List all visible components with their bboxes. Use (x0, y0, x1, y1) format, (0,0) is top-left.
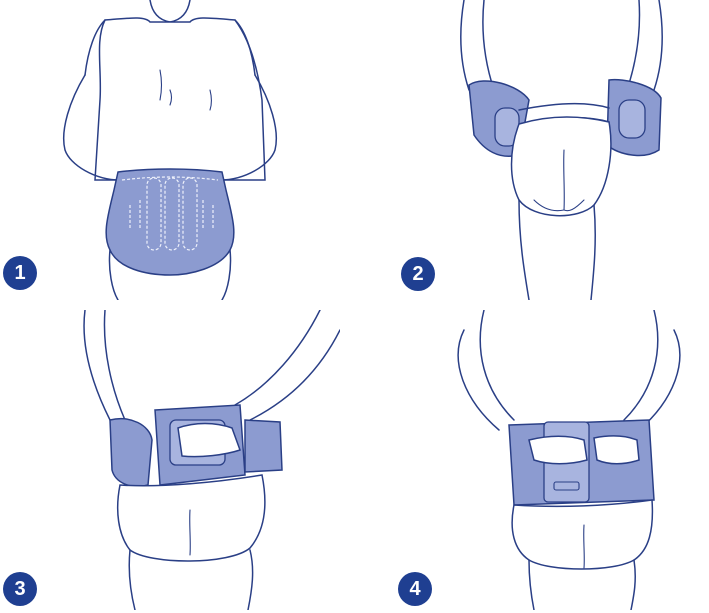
step-number-badge: 4 (398, 572, 432, 606)
step-2-illustration (369, 0, 709, 300)
step-number-badge: 3 (3, 572, 37, 606)
step-number-badge: 2 (401, 257, 435, 291)
brace-on-back-drawing (0, 0, 340, 300)
step-4-illustration (369, 310, 709, 610)
adjust-brace-drawing (369, 310, 709, 610)
step-1-illustration (0, 0, 340, 300)
step-number-badge: 1 (3, 256, 37, 290)
step-3-illustration (0, 310, 340, 610)
hold-brace-wings-drawing (369, 0, 709, 300)
wrap-brace-drawing (0, 310, 340, 610)
